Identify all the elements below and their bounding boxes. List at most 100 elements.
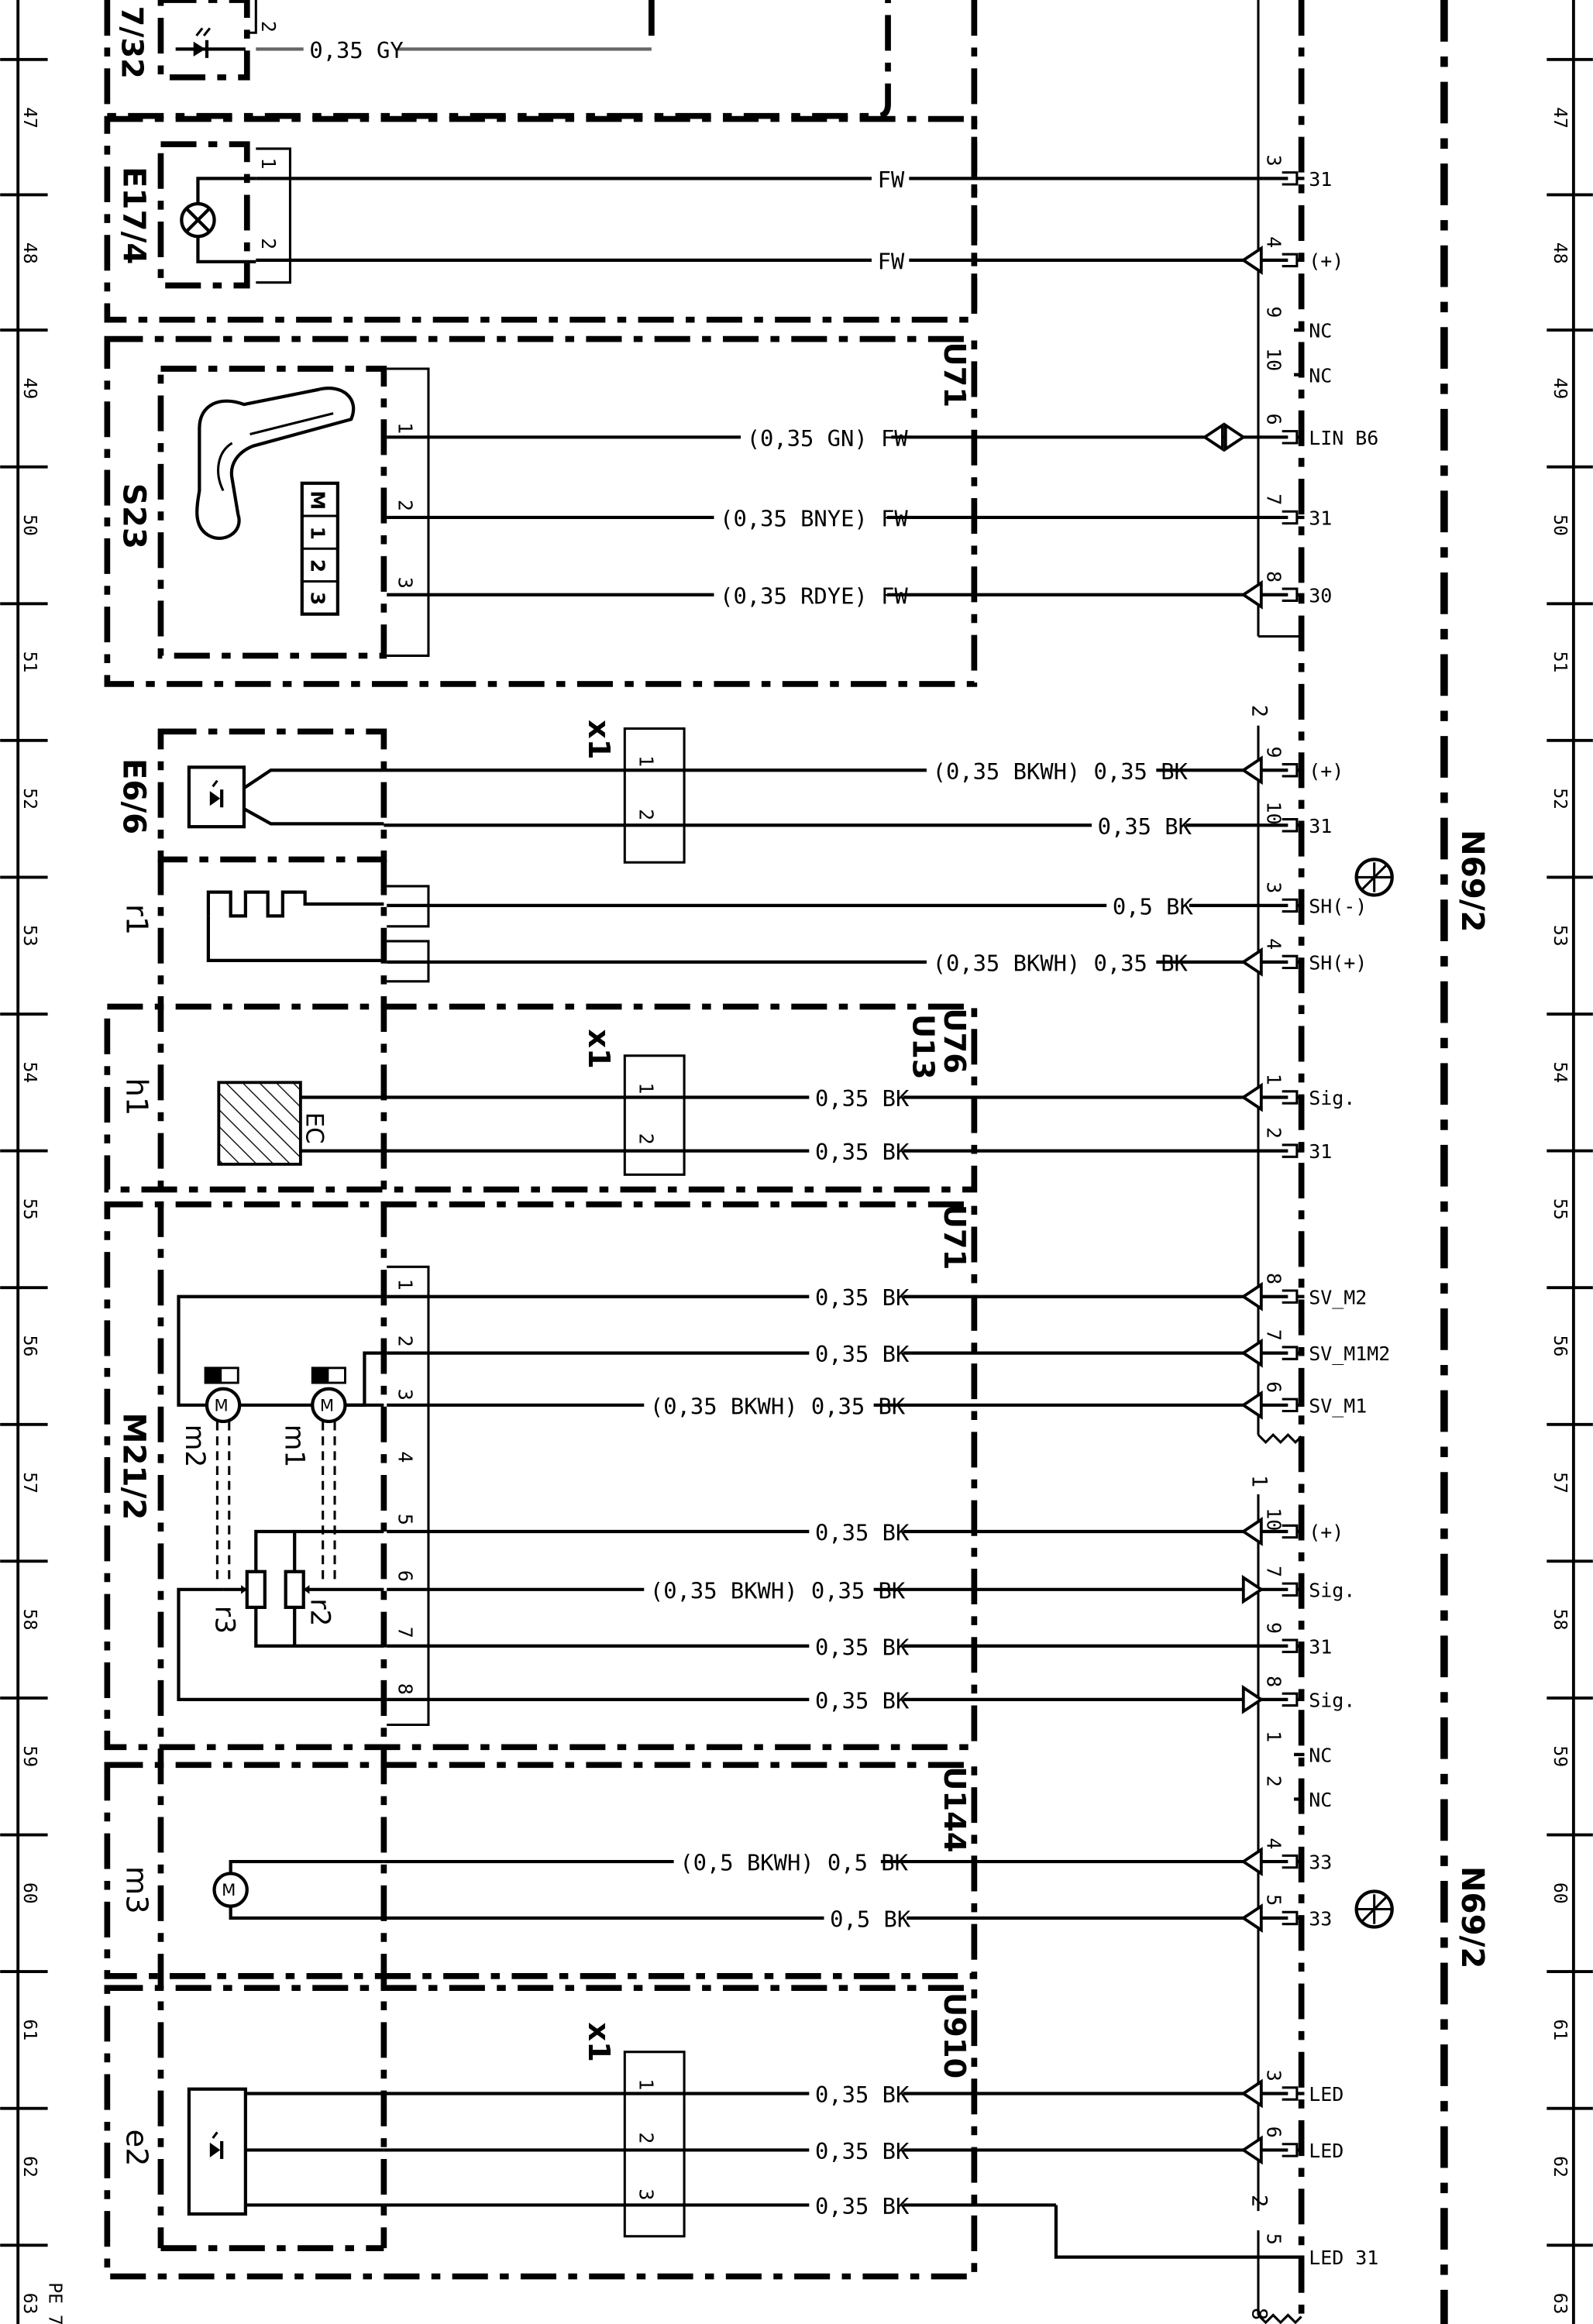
grid-number: 47	[1550, 107, 1570, 129]
label-u76: U76	[937, 1008, 972, 1074]
label-x1-b: x1	[581, 1029, 616, 1068]
grid-number: 58	[1550, 1609, 1570, 1631]
svg-text:M: M	[222, 1880, 236, 1899]
grid-number: 53	[19, 925, 40, 947]
terminal-name: LED	[1309, 2083, 1344, 2106]
grid-number: 58	[19, 1609, 40, 1631]
pin-number: 9	[1262, 1622, 1285, 1634]
grid-number: 48	[19, 242, 40, 264]
grid-number: 60	[19, 1882, 40, 1904]
terminal-name: NC	[1309, 320, 1332, 342]
terminal-name: LED	[1309, 2140, 1344, 2162]
pin-number: 6	[1262, 414, 1285, 425]
module-boxes	[104, 0, 978, 2280]
svg-text:M: M	[215, 1395, 229, 1415]
label-ec: EC	[301, 1112, 329, 1144]
lamp-icon	[180, 177, 256, 263]
label-e17-4: E17/4	[115, 167, 152, 264]
label-x1-c: x1	[581, 2022, 616, 2061]
terminal-name: SV_M2	[1309, 1286, 1367, 1308]
wire-label: 0,35 BK	[815, 1687, 910, 1714]
label-u910: U910	[937, 1992, 972, 2078]
pin-number: 8	[394, 1683, 417, 1695]
pin-number: 7	[394, 1627, 417, 1638]
wire-label: FW	[878, 167, 905, 193]
pin-number: 5	[394, 1514, 417, 1525]
terminal-name: 31	[1309, 1140, 1332, 1163]
wire-label: (0,35 BNYE) FW	[720, 505, 908, 531]
motor-m3-icon: M	[212, 1859, 384, 1920]
pin-number: 7	[1262, 1329, 1285, 1341]
grid-number: 50	[1550, 514, 1570, 536]
pin-number: 2	[394, 1336, 417, 1347]
pin-number: 1	[257, 157, 280, 169]
grid-number: 57	[19, 1472, 40, 1494]
terminal-name: 30	[1309, 584, 1332, 607]
grid-number: 53	[1550, 925, 1570, 947]
wire-label: 0,35 BK	[1098, 813, 1192, 840]
terminal-name: 31	[1309, 1635, 1332, 1658]
wire-label: 0,35 BK	[815, 2082, 910, 2108]
ground-icon-b	[1354, 1889, 1394, 1929]
label-u71-a: U71	[937, 342, 972, 407]
wire-label: (0,5 BKWH) 0,5 BK	[680, 1850, 908, 1876]
pin-number: 2	[1262, 1776, 1285, 1787]
connector-number: 1	[1247, 1475, 1271, 1487]
pin-number: 1	[635, 1082, 658, 1094]
grid-number: 55	[1550, 1198, 1570, 1220]
wire-label: 0,5 BK	[830, 1906, 911, 1933]
grid-number: 49	[19, 378, 40, 400]
grid-number: 52	[19, 788, 40, 810]
pin-number: 4	[1262, 1838, 1285, 1849]
label-e7-32: 7/32	[115, 6, 150, 79]
terminal-name: (+)	[1309, 1521, 1344, 1544]
terminal-name: NC	[1309, 1744, 1332, 1766]
wire-label: 0,35 BK	[815, 1634, 910, 1660]
terminal-name: 33	[1309, 1908, 1332, 1930]
switch-key-2: 2	[306, 559, 329, 572]
pin-number: 9	[1262, 306, 1285, 318]
grid-number: 56	[19, 1336, 40, 1357]
motor-wiring	[177, 1294, 384, 1701]
pin-number: 4	[1262, 236, 1285, 248]
pin-number: 3	[635, 2188, 658, 2200]
label-pe: PE 7	[45, 2282, 65, 2324]
label-x1-a: x1	[581, 720, 616, 759]
pin-number: 8	[1262, 571, 1285, 583]
grid-number: 47	[19, 107, 40, 129]
switch-key-m: M	[306, 490, 329, 510]
grid-number: 62	[1550, 2156, 1570, 2178]
grid-number: 51	[1550, 651, 1570, 673]
ground-icon-a	[1354, 858, 1394, 897]
grid-number: 49	[1550, 378, 1570, 400]
pin-number: 3	[394, 1389, 417, 1401]
selector-lever-icon: M 1 2 3	[195, 387, 356, 616]
n69-bus	[1257, 0, 1448, 2324]
terminal-name: SH(+)	[1309, 951, 1367, 974]
terminal-name: SV_M1	[1309, 1394, 1367, 1417]
switch-key-3: 3	[306, 592, 329, 605]
label-m21-2: M21/2	[115, 1412, 152, 1520]
terminal-name: NC	[1309, 364, 1332, 387]
wires	[256, 47, 1305, 2259]
wire-label: 0,35 BK	[815, 1341, 910, 1367]
connector-number: 2	[1247, 705, 1271, 717]
terminal-name: 31	[1309, 507, 1332, 530]
wire-label: (0,35 RDYE) FW	[720, 583, 908, 609]
grid-number: 51	[19, 651, 40, 673]
pin-number: 10	[1262, 1508, 1285, 1531]
grid-number: 61	[19, 2020, 40, 2041]
wire-label: (0,35 GN) FW	[747, 425, 909, 452]
heating-element-icon	[206, 890, 384, 963]
grid-number: 54	[1550, 1061, 1570, 1083]
label-n69-2-b: N69/2	[1454, 1866, 1491, 1969]
grid-number: 52	[1550, 788, 1570, 810]
wire-label: 0,35 BK	[815, 1519, 910, 1545]
led-icon	[175, 27, 246, 58]
pin-number: 5	[1262, 1894, 1285, 1906]
label-e2: e2	[119, 2130, 153, 2167]
terminal-name: Sig.	[1309, 1087, 1355, 1109]
